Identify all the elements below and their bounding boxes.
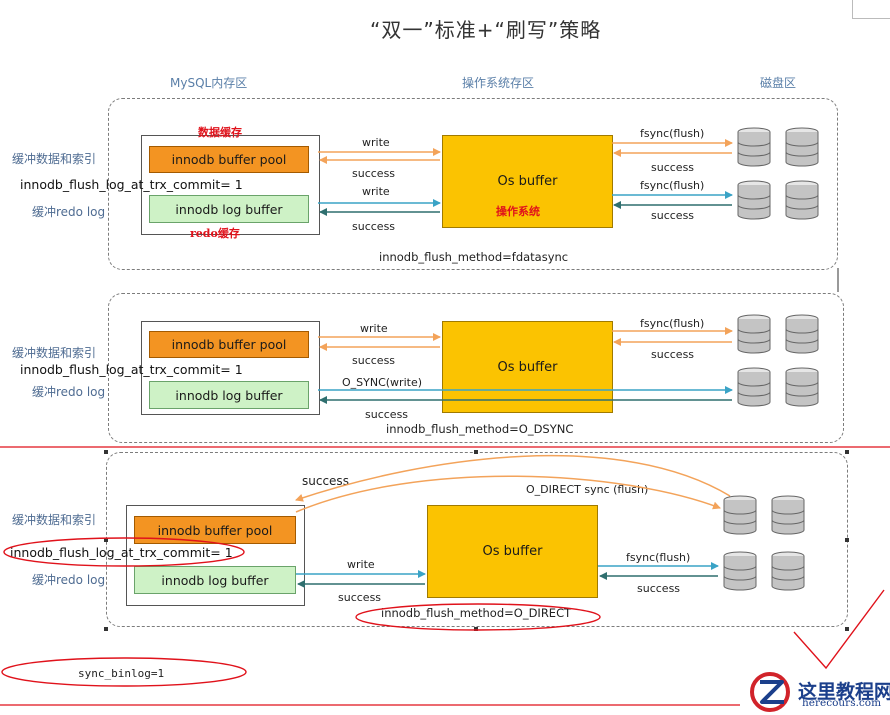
selection-handle[interactable]	[104, 450, 108, 454]
flush-method-label: innodb_flush_method=fdatasync	[379, 250, 569, 264]
checkmark-annotation	[793, 589, 885, 670]
method-highlight	[355, 603, 601, 631]
fsync-label: fsync(flush)	[640, 179, 705, 192]
selection-handle[interactable]	[104, 627, 108, 631]
os-note: 操作系统	[496, 205, 540, 218]
commit-setting: innodb_flush_log_at_trx_commit= 1	[20, 177, 243, 192]
region-os-label: 操作系统存区	[462, 76, 535, 90]
success-curve-arrow	[295, 454, 731, 502]
success-label: success	[651, 348, 695, 361]
write-label: write	[347, 558, 375, 571]
side-label-redo: 缓冲redo log	[32, 205, 106, 219]
sync-binlog-highlight	[1, 657, 247, 687]
watermark-url: herecours.com	[802, 697, 882, 709]
selection-handle[interactable]	[474, 450, 478, 454]
buffer-pool-box: innodb buffer pool	[149, 146, 309, 173]
success-label: success	[637, 582, 681, 595]
success-label: success	[352, 220, 396, 233]
os-buffer-box: Os buffer	[442, 135, 613, 228]
selection-handle[interactable]	[845, 450, 849, 454]
side-label-data: 缓冲数据和索引	[12, 346, 97, 360]
fsync-label: fsync(flush)	[626, 551, 691, 564]
log-buffer-box: innodb log buffer	[149, 195, 309, 223]
os-buffer-box: Os buffer	[427, 505, 598, 598]
o-direct-label: O_DIRECT sync (flush)	[526, 483, 649, 496]
write-label: write	[362, 136, 390, 149]
success-label: success	[651, 209, 695, 222]
panel-o-dsync	[108, 293, 844, 443]
o-sync-label: O_SYNC(write)	[342, 376, 423, 389]
selection-handle[interactable]	[845, 627, 849, 631]
side-label-redo: 缓冲redo log	[32, 385, 106, 399]
success-label: success	[352, 167, 396, 180]
selection-handle[interactable]	[104, 538, 108, 542]
panel-fdatasync	[108, 98, 838, 270]
success-label: success	[338, 591, 382, 604]
region-memory-label: MySQL内存区	[170, 76, 248, 90]
write-label: write	[362, 185, 390, 198]
buffer-pool-box: innodb buffer pool	[149, 331, 309, 358]
disk-icon-group	[723, 127, 819, 591]
commit-setting: innodb_flush_log_at_trx_commit= 1	[10, 545, 233, 560]
success-label: success	[651, 161, 695, 174]
sync-binlog-label: sync_binlog=1	[78, 667, 165, 680]
side-label-data: 缓冲数据和索引	[12, 513, 97, 527]
commit-setting: innodb_flush_log_at_trx_commit= 1	[20, 362, 243, 377]
region-disk-label: 磁盘区	[760, 76, 797, 90]
os-buffer-box: Os buffer	[442, 321, 613, 413]
data-cache-note: 数据缓存	[198, 126, 242, 139]
page-title: “双一”标准+“刷写”策略	[370, 18, 602, 42]
write-label: write	[360, 322, 388, 335]
commit-highlight	[3, 537, 245, 567]
side-label-redo: 缓冲redo log	[32, 573, 106, 587]
selection-handle[interactable]	[474, 627, 478, 631]
success-label: success	[302, 474, 349, 488]
log-buffer-box: innodb log buffer	[149, 381, 309, 409]
selection-handle[interactable]	[845, 538, 849, 542]
watermark-logo-icon	[750, 672, 790, 712]
flush-method-label: innodb_flush_method=O_DSYNC	[386, 422, 574, 436]
success-label: success	[365, 408, 409, 421]
watermark-name: 这里教程网	[798, 681, 890, 703]
flush-method-label: innodb_flush_method=O_DIRECT	[381, 606, 572, 620]
side-label-data: 缓冲数据和索引	[12, 152, 97, 166]
success-label: success	[352, 354, 396, 367]
redo-cache-note: redo缓存	[190, 227, 240, 240]
o-direct-arrow	[295, 475, 721, 513]
fsync-label: fsync(flush)	[640, 317, 705, 330]
fsync-label: fsync(flush)	[640, 127, 705, 140]
log-buffer-box: innodb log buffer	[134, 566, 296, 594]
corner-frame	[852, 0, 890, 19]
